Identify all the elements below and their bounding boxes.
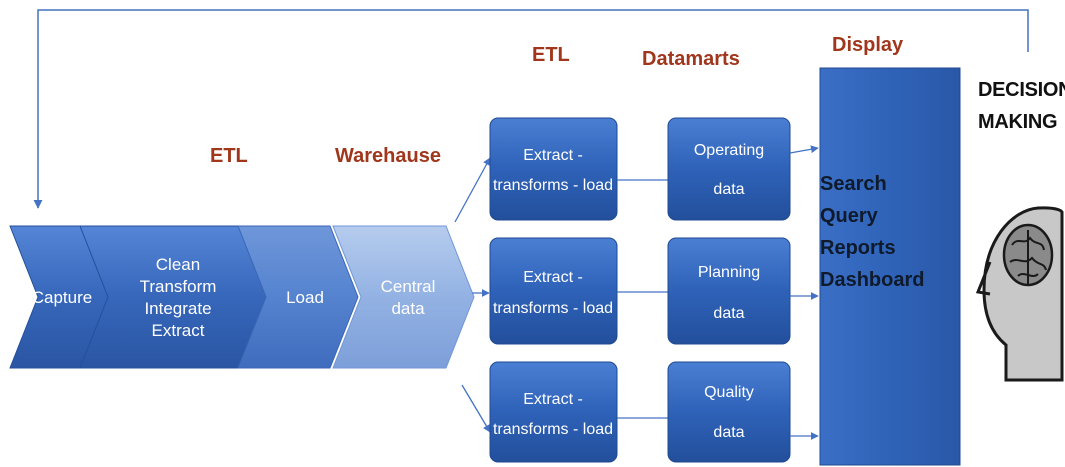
chevron-line: data (391, 299, 425, 318)
datamart-box-planning: Planning data (667, 237, 791, 345)
display-item-search: Search (820, 173, 887, 195)
chevron-line: Integrate (144, 299, 211, 318)
chevron-load-label: Load (286, 288, 324, 307)
datamart-operating-line1: Operating (694, 142, 764, 159)
etl-box-3: Extract - transforms - load (489, 361, 618, 463)
datamart-planning-line2: data (713, 305, 744, 322)
chevron-capture-label: Capture (32, 288, 92, 307)
display-panel (819, 67, 961, 466)
label-etl-right: ETL (532, 44, 570, 66)
chevron-central-data-label: Central data (381, 277, 436, 318)
decision-line2: MAKING (978, 111, 1058, 133)
chevron-load: Load (237, 225, 359, 369)
decision-making-label: DECISION MAKING (978, 78, 1065, 134)
head-brain-icon (975, 206, 1064, 382)
arrow-to-etl-bottom (461, 384, 491, 433)
chevron-line: Load (286, 288, 324, 307)
decision-line1: DECISION (978, 79, 1065, 101)
etl-box-1-line1: Extract - (523, 147, 583, 164)
chevron-capture: Capture (9, 225, 119, 369)
etl-box-2: Extract - transforms - load (489, 237, 618, 345)
arrow-datamart1-display (789, 145, 819, 154)
label-display: Display (832, 34, 904, 56)
etl-box-1: Extract - transforms - load (489, 117, 618, 221)
etl-box-2-line1: Extract - (523, 269, 583, 286)
arrow-to-etl-top (454, 157, 491, 223)
etl-box-2-line2: transforms - load (493, 300, 613, 317)
label-etl-left: ETL (210, 145, 248, 167)
display-item-query: Query (820, 205, 878, 227)
chevron-line: Central (381, 277, 436, 296)
chevron-line: Transform (140, 277, 217, 296)
label-datamarts: Datamarts (642, 48, 740, 70)
etl-box-1-line2: transforms - load (493, 177, 613, 194)
display-item-reports: Reports (820, 237, 896, 259)
label-warehouse: Warehause (335, 145, 441, 167)
display-items: Search Query Reports Dashboard (820, 168, 945, 296)
datamart-quality-line1: Quality (704, 384, 754, 401)
datamart-quality-line2: data (713, 424, 744, 441)
etl-box-3-line1: Extract - (523, 391, 583, 408)
chevron-line: Clean (156, 255, 200, 274)
chevron-line: Extract (152, 321, 205, 340)
chevron-line: Capture (32, 288, 92, 307)
datamart-box-operating: Operating data (667, 117, 791, 221)
etl-box-3-line2: transforms - load (493, 421, 613, 438)
chevron-central-data: Central data (332, 225, 475, 369)
display-item-dashboard: Dashboard (820, 269, 925, 291)
datamart-box-quality: Quality data (667, 361, 791, 463)
datamart-operating-line2: data (713, 181, 744, 198)
feedback-loop-arrow (33, 9, 1029, 209)
datamart-planning-line1: Planning (698, 264, 760, 281)
